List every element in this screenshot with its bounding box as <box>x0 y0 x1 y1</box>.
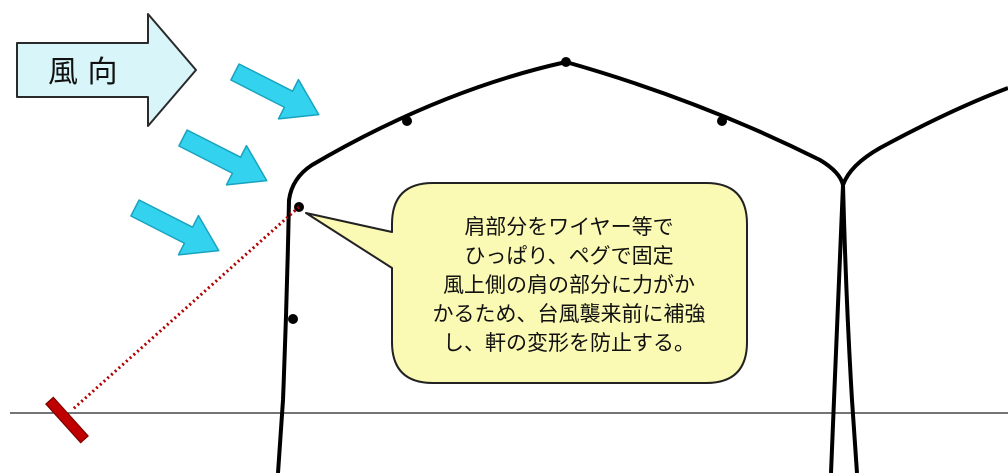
frame-joint <box>288 314 298 324</box>
frame-joint <box>717 116 727 126</box>
callout-line: 肩部分をワイヤー等で <box>464 215 673 239</box>
frame-joint <box>561 57 571 67</box>
callout-line: ひっぱり、ペグで固定 <box>464 244 673 268</box>
anchor-wire <box>71 205 300 412</box>
gust-arrow-icon <box>178 129 268 186</box>
greenhouse-frame-valley-leg <box>829 184 845 473</box>
callout-line: かるため、台風襲来前に補強 <box>433 302 706 326</box>
wind-direction-label: 風 向 <box>48 55 118 90</box>
callout-line: 風上側の肩の部分に力がか <box>443 273 695 297</box>
greenhouse-frame-right <box>841 86 1008 186</box>
callout-bubble <box>305 182 748 384</box>
callout-line: し、軒の変形を防止する。 <box>443 331 695 355</box>
gust-arrow-icon <box>230 63 320 120</box>
peg-icon <box>45 396 89 444</box>
gust-arrow-icon <box>130 199 220 256</box>
wind-direction-arrow-icon <box>16 13 197 127</box>
frame-joint <box>402 116 412 126</box>
